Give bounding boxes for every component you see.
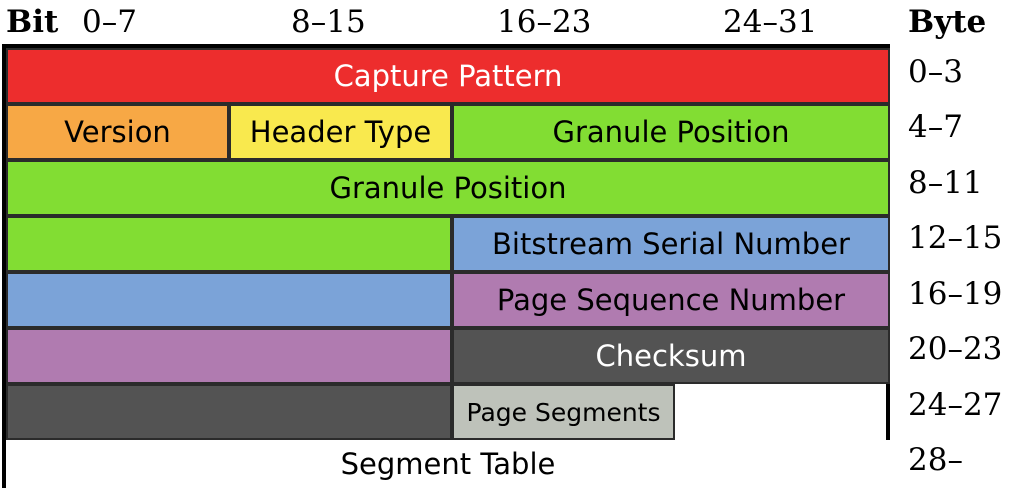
byte-label-4: 16–19	[908, 275, 1003, 312]
byte-label-2: 8–11	[908, 164, 983, 201]
byte-label-5: 20–23	[908, 331, 1003, 368]
bit-range-24-31: 24–31	[723, 4, 818, 40]
field-bitstream-serial-number: Bitstream Serial Number	[452, 216, 890, 272]
byte-label-3: 12–15	[908, 220, 1003, 257]
field-checksum: Checksum	[452, 328, 890, 384]
field-label: Segment Table	[340, 446, 556, 481]
field-label: Version	[64, 114, 171, 149]
field-label: Granule Position	[552, 114, 790, 149]
byte-label-7: 28–	[908, 442, 963, 479]
field-page-segments: Page Segments	[452, 384, 675, 440]
bit-range-16-23: 16–23	[497, 4, 592, 40]
field-label: Page Segments	[466, 397, 661, 427]
field-version: Version	[6, 104, 229, 160]
byte-label-0: 0–3	[908, 53, 963, 90]
field-bitstream-serial-number-tail	[6, 272, 452, 328]
field-page-sequence-number-tail	[6, 328, 452, 384]
bit-ruler: Bit 0–7 8–15 16–23 24–31 Byte	[0, 0, 1024, 44]
field-checksum-tail	[6, 384, 452, 440]
field-segment-table: Segment Table	[6, 440, 890, 488]
byte-offset-column: 0–3 4–7 8–11 12–15 16–19 20–23 24–27 28–	[908, 44, 1024, 488]
field-granule-position: Granule Position	[452, 104, 890, 160]
field-page-sequence-number: Page Sequence Number	[452, 272, 890, 328]
field-header-type: Header Type	[229, 104, 452, 160]
field-label: Granule Position	[329, 170, 567, 205]
bit-range-0-7: 0–7	[82, 4, 137, 40]
byte-column-title: Byte	[908, 4, 987, 40]
field-capture-pattern: Capture Pattern	[6, 48, 890, 104]
field-granule-position-cont: Granule Position	[6, 160, 890, 216]
field-label: Capture Pattern	[333, 58, 563, 93]
field-label: Page Sequence Number	[496, 282, 846, 317]
bit-ruler-title: Bit	[6, 4, 59, 40]
field-label: Checksum	[595, 338, 747, 373]
byte-label-6: 24–27	[908, 386, 1003, 423]
field-label: Header Type	[249, 114, 432, 149]
bit-range-8-15: 8–15	[291, 4, 366, 40]
field-granule-position-tail	[6, 216, 452, 272]
field-label: Bitstream Serial Number	[492, 226, 850, 261]
byte-label-1: 4–7	[908, 109, 963, 146]
